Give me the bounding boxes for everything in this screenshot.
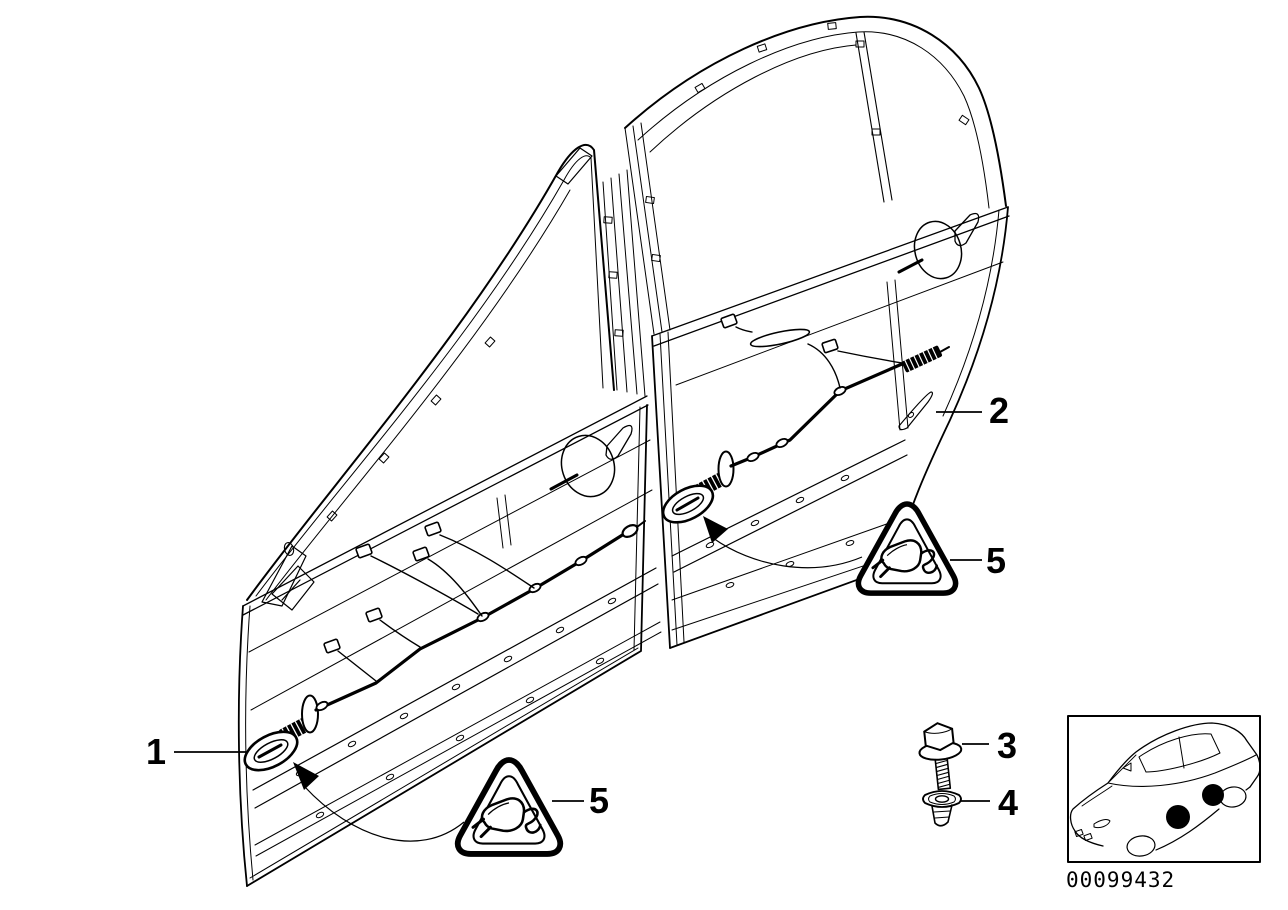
front-door-handle xyxy=(549,424,633,498)
fitting-direction-arrow-icon xyxy=(293,762,319,790)
front-door-drawing xyxy=(237,144,662,887)
diagram-image-number: 00099432 xyxy=(1066,868,1176,892)
rear-door-marker-dot xyxy=(1202,784,1224,806)
rear-door-handle xyxy=(897,212,980,280)
callout-5-warning-front[interactable]: 5 xyxy=(588,780,610,821)
callout-5-warning-rear[interactable]: 5 xyxy=(985,540,1007,581)
callout-4-clip[interactable]: 4 xyxy=(997,782,1019,823)
callout-3-bolt[interactable]: 3 xyxy=(996,725,1018,766)
leader-curve-rear xyxy=(712,537,863,569)
car-with-door-markers-icon xyxy=(1067,715,1261,863)
door-grommet-connector xyxy=(661,484,715,524)
electrical-plug-warning-triangle-icon xyxy=(458,760,560,854)
harness-sleeve xyxy=(749,328,811,348)
fitting-direction-arrow-icon xyxy=(703,516,728,543)
callout-1-front-door-harness[interactable]: 1 xyxy=(145,731,167,772)
harness-retainer-strap xyxy=(717,450,735,488)
harness-trunk xyxy=(729,362,904,468)
mirror-bracket xyxy=(261,542,315,611)
expansion-rivet-clip-icon xyxy=(922,790,962,827)
harness-branch-connectors xyxy=(720,313,839,354)
harness-branch-wires xyxy=(735,326,903,389)
front-door-marker-dot xyxy=(1166,805,1190,829)
door-grommet-connector xyxy=(243,730,299,772)
rear-door-drawing xyxy=(624,15,1010,649)
harness-branch-wires xyxy=(337,534,535,682)
callout-2-rear-door-harness[interactable]: 2 xyxy=(988,390,1010,431)
harness-branch-connectors xyxy=(323,521,442,654)
harness-corrugated-end xyxy=(901,345,943,373)
thumbnail-frame xyxy=(1067,715,1261,863)
rear-door-wiring-harness[interactable] xyxy=(657,313,950,543)
front-door-wiring-harness[interactable] xyxy=(239,520,646,790)
electrical-plug-warning-triangle-icon xyxy=(858,504,955,593)
leader-curve-front xyxy=(303,785,465,842)
leader-lines xyxy=(174,411,990,842)
hex-flange-bolt-icon xyxy=(918,722,963,791)
harness-retainer-strap xyxy=(301,694,319,734)
